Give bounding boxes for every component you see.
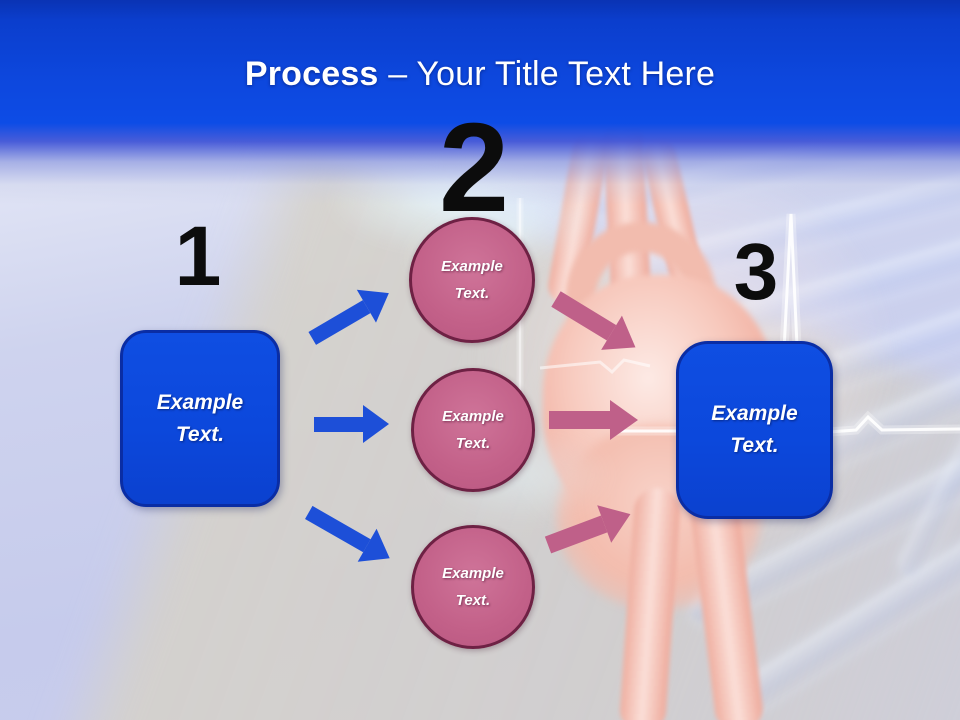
step2-circle-1-label: Example Text. [441, 258, 503, 302]
slide-title: Process – Your Title Text Here [0, 52, 960, 96]
arrow-box1-to-circle3 [299, 495, 400, 576]
step3-box: Example Text. [676, 341, 833, 519]
step2-circle-2-label: Example Text. [442, 408, 504, 452]
arrow-box1-to-circle2 [314, 404, 389, 444]
slide-title-emphasis: Process [244, 55, 379, 93]
step1-box: Example Text. [120, 330, 280, 507]
arrow-box1-to-circle1 [302, 276, 399, 355]
arrow-circle3-to-box3 [541, 495, 638, 563]
arrow-circle1-to-box3 [546, 282, 646, 365]
rib-streak [893, 285, 960, 581]
step-number-1: 1 [174, 209, 222, 303]
step2-circle-3: Example Text. [411, 525, 535, 649]
arrow-circle2-to-box3 [549, 400, 638, 440]
step2-circle-1: Example Text. [409, 217, 535, 343]
step3-box-label: Example Text. [711, 402, 798, 457]
step-number-3: 3 [733, 227, 779, 316]
rib-streak [717, 509, 960, 720]
step2-circle-3-label: Example Text. [442, 565, 504, 609]
slide-title-rest: – Your Title Text Here [378, 55, 716, 93]
title-band [0, 0, 960, 205]
step2-circle-2: Example Text. [411, 368, 535, 492]
step1-box-label: Example Text. [156, 390, 244, 446]
step-number-2: 2 [438, 97, 510, 238]
